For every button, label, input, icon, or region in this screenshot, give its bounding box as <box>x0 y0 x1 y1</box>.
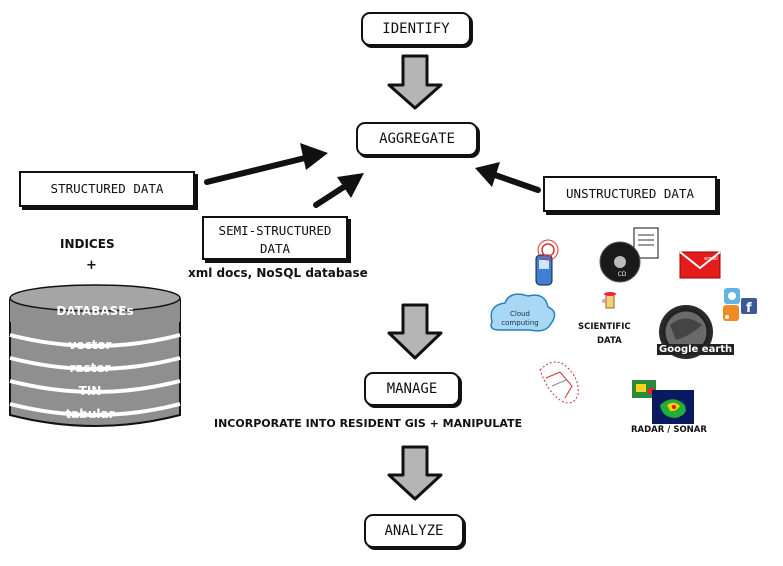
cloud-label-2: computing <box>501 319 538 327</box>
database-cylinder <box>9 284 181 427</box>
semi-structured-data-box: SEMI-STRUCTURED DATA <box>202 216 348 260</box>
flask-icon <box>602 292 616 309</box>
manage-step: MANAGE <box>364 372 460 406</box>
plus-label: + <box>86 258 97 273</box>
structured-data-label: STRUCTURED DATA <box>50 181 164 196</box>
rss-icon <box>723 305 739 321</box>
radar-sonar-icon <box>632 380 694 424</box>
svg-text:f: f <box>746 301 752 316</box>
layer-tabular: tabular <box>65 407 114 421</box>
scientific-data-label-1: SCIENTIFIC <box>578 322 631 332</box>
layer-vector: vector <box>69 338 112 352</box>
unstructured-data-box: UNSTRUCTURED DATA <box>543 176 717 212</box>
arrow-unstructured-to-aggregate <box>475 162 541 193</box>
down-arrow-identify-aggregate <box>387 54 443 110</box>
arrow-structured-to-aggregate <box>204 143 328 185</box>
indices-label: INDICES <box>60 237 115 251</box>
semi-structured-examples: xml docs, NoSQL database <box>188 266 368 280</box>
analyze-step: ANALYZE <box>364 514 464 548</box>
identify-label: IDENTIFY <box>382 21 450 37</box>
semi-structured-label-2: DATA <box>259 241 291 256</box>
email-envelope-icon: email <box>679 251 721 279</box>
analyze-label: ANALYZE <box>384 523 444 539</box>
aggregate-step: AGGREGATE <box>356 122 478 156</box>
aggregate-label: AGGREGATE <box>379 131 455 147</box>
database-label: DATABASEs <box>56 304 133 318</box>
layer-raster: raster <box>70 361 111 375</box>
identify-step: IDENTIFY <box>361 12 471 46</box>
map-sketch-icon <box>539 361 579 404</box>
manage-label: MANAGE <box>386 381 438 397</box>
unstructured-data-label: UNSTRUCTURED DATA <box>566 186 694 201</box>
cd-documents-icon: CD <box>599 227 659 283</box>
cloud-computing-icon <box>490 293 556 332</box>
radar-sonar-label: RADAR / SONAR <box>631 425 707 435</box>
svg-text:email: email <box>704 256 718 262</box>
mobile-phone-icon <box>535 239 559 286</box>
layer-tin: TIN <box>79 384 102 398</box>
scientific-data-label-2: DATA <box>597 336 622 346</box>
google-earth-label: Google earth <box>657 344 735 355</box>
structured-data-box: STRUCTURED DATA <box>19 171 195 207</box>
cd-label: CD <box>618 271 627 278</box>
down-arrow-manage-analyze <box>387 445 443 501</box>
cloud-label-1: Cloud <box>510 310 530 318</box>
arrow-semistructured-to-aggregate <box>313 173 364 208</box>
twitter-icon <box>724 288 740 304</box>
semi-structured-label-1: SEMI-STRUCTURED <box>218 223 332 238</box>
facebook-icon: f <box>741 298 757 316</box>
manage-detail-label: INCORPORATE INTO RESIDENT GIS + MANIPULA… <box>214 417 523 430</box>
down-arrow-aggregate-manage <box>387 303 443 360</box>
